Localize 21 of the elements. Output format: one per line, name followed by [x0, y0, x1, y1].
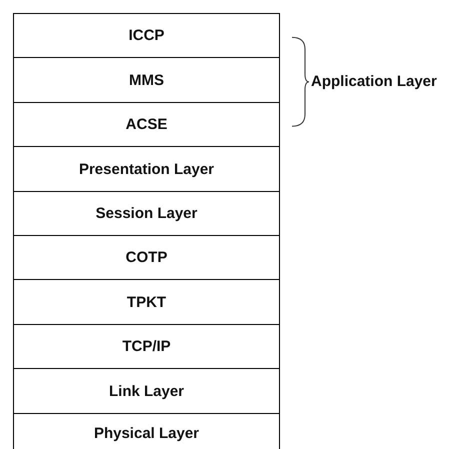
- layer-box: [13, 324, 280, 370]
- layer-name: Presentation Layer: [78, 160, 214, 178]
- layer-box: [13, 13, 280, 59]
- layer-name: MMS: [129, 72, 164, 89]
- layer-box: [13, 146, 280, 192]
- layer-name: TCP/IP: [122, 338, 171, 356]
- layer-box: [13, 412, 280, 449]
- layer-box: [13, 235, 280, 281]
- layer-name: Link Layer: [108, 382, 184, 400]
- layer-name: TPKT: [126, 294, 166, 311]
- layer-name: ICCP: [128, 27, 164, 44]
- layer-name: Session Layer: [96, 205, 198, 222]
- layer-box: [13, 57, 280, 104]
- bracket-label: Application Layer: [311, 72, 437, 90]
- layer-box: [13, 102, 280, 148]
- layer-box: [13, 279, 280, 326]
- layer-name: Physical Layer: [94, 424, 200, 442]
- layer-box: [13, 190, 280, 236]
- layer-name: ACSE: [126, 116, 168, 134]
- layer-name: COTP: [126, 249, 168, 266]
- layer-box: [13, 368, 280, 414]
